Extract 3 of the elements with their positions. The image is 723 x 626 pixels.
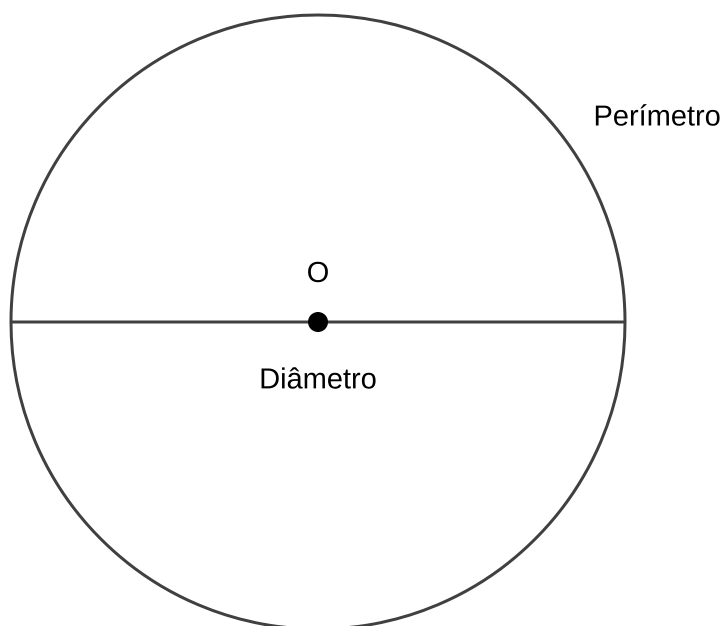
center-label: O [308,262,328,282]
perimeter-label: Perímetro [596,104,720,126]
diameter-label: Diâmetro [262,367,376,389]
